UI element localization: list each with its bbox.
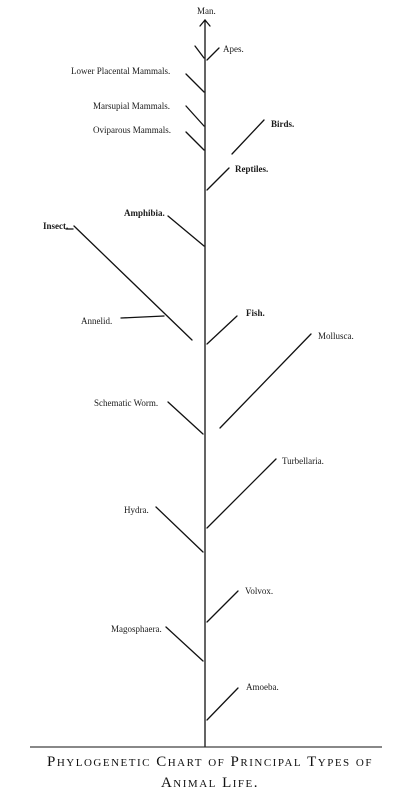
label-fish: Fish. (246, 308, 265, 318)
branch-schematic-worm (167, 401, 204, 435)
branch-turbellaria (206, 458, 277, 529)
branch-oviparous (185, 131, 205, 151)
branch-amoeba (206, 687, 239, 721)
caption-line-1: Phylogenetic Chart of Principal Types of (47, 754, 373, 770)
caption-line-2: Animal Life. (160, 775, 260, 791)
branch-amphibia (167, 215, 205, 247)
label-insect: Insect. (43, 221, 68, 231)
branch-annelid (120, 315, 165, 319)
label-man: Man. (197, 6, 216, 16)
label-schematic-worm: Schematic Worm. (94, 398, 158, 408)
branch-birds (231, 119, 265, 155)
branch-fish (206, 315, 238, 345)
label-reptiles: Reptiles. (235, 164, 268, 174)
label-marsupial: Marsupial Mammals. (93, 101, 170, 111)
branch-insect (73, 225, 193, 341)
branch-apes-left (194, 45, 205, 59)
branch-mollusca (219, 333, 312, 429)
label-volvox: Volvox. (245, 586, 273, 596)
label-mollusca: Mollusca. (318, 331, 354, 341)
branch-volvox (206, 590, 239, 623)
label-lower-placental: Lower Placental Mammals. (71, 66, 170, 76)
branch-hydra (155, 506, 204, 553)
branch-reptiles (206, 167, 230, 191)
label-hydra: Hydra. (124, 505, 149, 515)
branch-magosphaera (165, 626, 204, 662)
branch-apes (206, 47, 220, 61)
label-birds: Birds. (271, 119, 294, 129)
label-magosphaera: Magosphaera. (111, 624, 162, 634)
label-apes: Apes. (223, 44, 244, 54)
branch-marsupial (185, 105, 205, 127)
label-amphibia: Amphibia. (124, 208, 165, 218)
branch-lower-placental (185, 73, 205, 93)
label-turbellaria: Turbellaria. (282, 456, 324, 466)
label-amoeba: Amoeba. (246, 682, 279, 692)
label-annelid: Annelid. (81, 316, 112, 326)
trunk-arrowhead (199, 18, 211, 27)
label-oviparous: Oviparous Mammals. (93, 125, 171, 135)
